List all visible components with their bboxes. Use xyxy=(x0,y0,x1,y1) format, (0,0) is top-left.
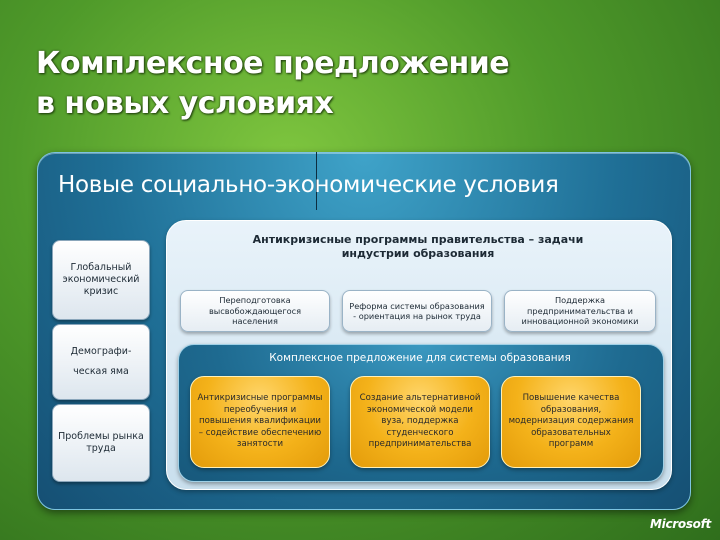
offer-box-alternative-model: Создание альтернативной экономической мо… xyxy=(350,376,490,468)
offer-box-education-quality: Повышение качества образования, модерниз… xyxy=(501,376,641,468)
microsoft-logo: Microsoft xyxy=(650,517,711,531)
program-box-education-reform: Реформа системы образования - ориентация… xyxy=(342,290,492,332)
slide-title: Комплексное предложение в новых условиях xyxy=(36,44,510,124)
program-box-entrepreneurship: Поддержка предпринимательства и инноваци… xyxy=(504,290,656,332)
panel-heading: Новые социально-экономические условия xyxy=(58,172,559,198)
program-box-retraining: Переподготовка высвобождающегося населен… xyxy=(180,290,330,332)
left-box-labor-market: Проблемы рынка труда xyxy=(52,404,150,482)
slide-title-line2: в новых условиях xyxy=(36,86,334,121)
government-programs-title: Антикризисные программы правительства – … xyxy=(252,233,584,260)
divider-line xyxy=(316,152,317,210)
complex-offer-title: Комплексное предложение для системы обра… xyxy=(269,352,571,364)
slide-title-line1: Комплексное предложение xyxy=(36,46,510,81)
left-box-global-crisis: Глобальный экономический кризис xyxy=(52,240,150,320)
left-box-demographic-pit: Демографи- ческая яма xyxy=(52,324,150,400)
offer-box-retraining-programs: Антикризисные программы переобучения и п… xyxy=(190,376,330,468)
